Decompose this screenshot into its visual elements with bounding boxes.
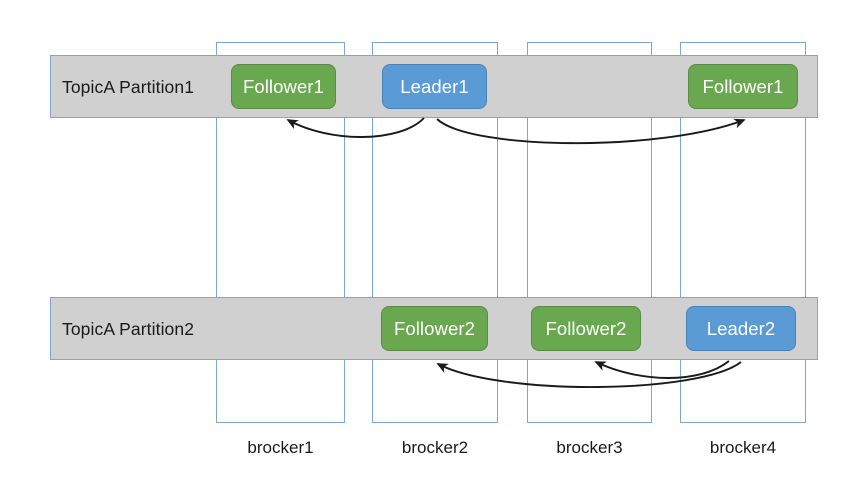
broker-label-3: brocker3 — [556, 438, 623, 457]
replica-node-label: Follower2 — [393, 317, 476, 339]
broker-label-1: brocker1 — [247, 438, 314, 457]
broker-column-1 — [216, 42, 345, 423]
replica-node-leader1-brocker2[interactable]: Leader1 — [382, 64, 487, 109]
replica-node-leader2-brocker4[interactable]: Leader2 — [686, 306, 796, 351]
replica-node-label: Follower1 — [242, 75, 325, 97]
broker-column-2 — [372, 42, 498, 423]
replica-node-label: Leader2 — [706, 317, 776, 339]
replica-node-follower1-brocker4[interactable]: Follower1 — [688, 64, 798, 109]
partition-label-1: TopicA Partition1 — [62, 77, 195, 97]
broker-column-4 — [680, 42, 806, 423]
replica-node-follower1-brocker1[interactable]: Follower1 — [231, 64, 336, 109]
broker-column-3 — [527, 42, 652, 423]
broker-label-2: brocker2 — [401, 438, 469, 457]
broker-label-4: brocker4 — [709, 438, 777, 457]
replica-node-label: Leader1 — [400, 75, 469, 97]
replica-node-label: Follower2 — [545, 317, 627, 339]
partition-label-2: TopicA Partition2 — [62, 319, 195, 339]
replica-node-follower2-brocker3[interactable]: Follower2 — [531, 306, 641, 351]
replica-node-label: Follower1 — [702, 75, 784, 97]
replica-node-follower2-brocker2[interactable]: Follower2 — [381, 306, 488, 351]
